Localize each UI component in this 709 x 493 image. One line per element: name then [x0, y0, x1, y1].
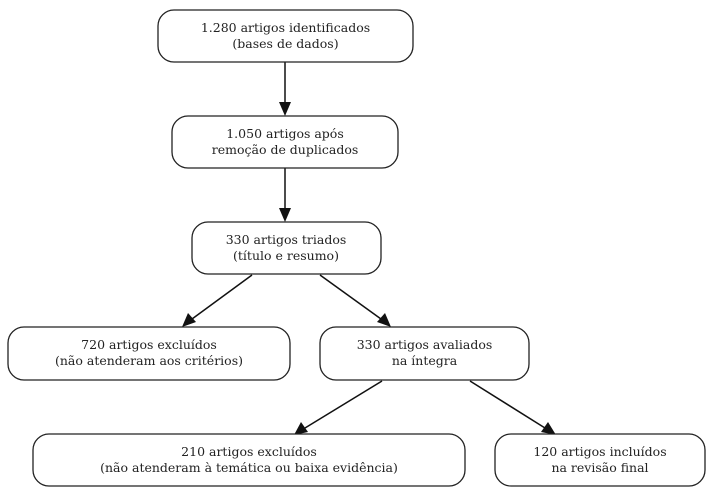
- node-line: (bases de dados): [232, 36, 338, 51]
- node-line: 120 artigos incluídos: [533, 444, 666, 459]
- node-included: 120 artigos incluídos na revisão final: [494, 433, 706, 487]
- node-line: (não atenderam aos critérios): [55, 353, 243, 368]
- node-identified: 1.280 artigos identificados (bases de da…: [157, 9, 414, 63]
- node-line: 720 artigos excluídos: [81, 337, 217, 352]
- edge-full-text-to-excluded-theme: [294, 380, 383, 435]
- edge-screened-to-full-text: [319, 274, 391, 327]
- edge-identified-to-deduplicated: [279, 62, 291, 116]
- node-line: 1.280 artigos identificados: [201, 20, 370, 35]
- node-line: (título e resumo): [233, 248, 339, 263]
- node-deduplicated: 1.050 artigos após remoção de duplicados: [171, 115, 399, 169]
- node-line: 330 artigos avaliados: [357, 337, 493, 352]
- node-line: remoção de duplicados: [212, 142, 359, 157]
- edge-deduplicated-to-screened: [279, 168, 291, 222]
- node-line: 1.050 artigos após: [226, 126, 344, 141]
- node-line: (não atenderam à temática ou baixa evidê…: [100, 460, 398, 475]
- node-line: na revisão final: [551, 460, 648, 475]
- node-excluded-criteria: 720 artigos excluídos (não atenderam aos…: [7, 326, 291, 381]
- node-line: 330 artigos triados: [226, 232, 347, 247]
- node-line: na íntegra: [392, 353, 458, 368]
- node-line: 210 artigos excluídos: [181, 444, 317, 459]
- node-full-text: 330 artigos avaliados na íntegra: [319, 326, 530, 381]
- edges: [182, 62, 556, 435]
- edge-full-text-to-included: [469, 380, 556, 435]
- node-excluded-theme: 210 artigos excluídos (não atenderam à t…: [32, 433, 466, 487]
- node-screened: 330 artigos triados (título e resumo): [191, 221, 382, 275]
- edge-screened-to-excluded-criteria: [182, 274, 253, 327]
